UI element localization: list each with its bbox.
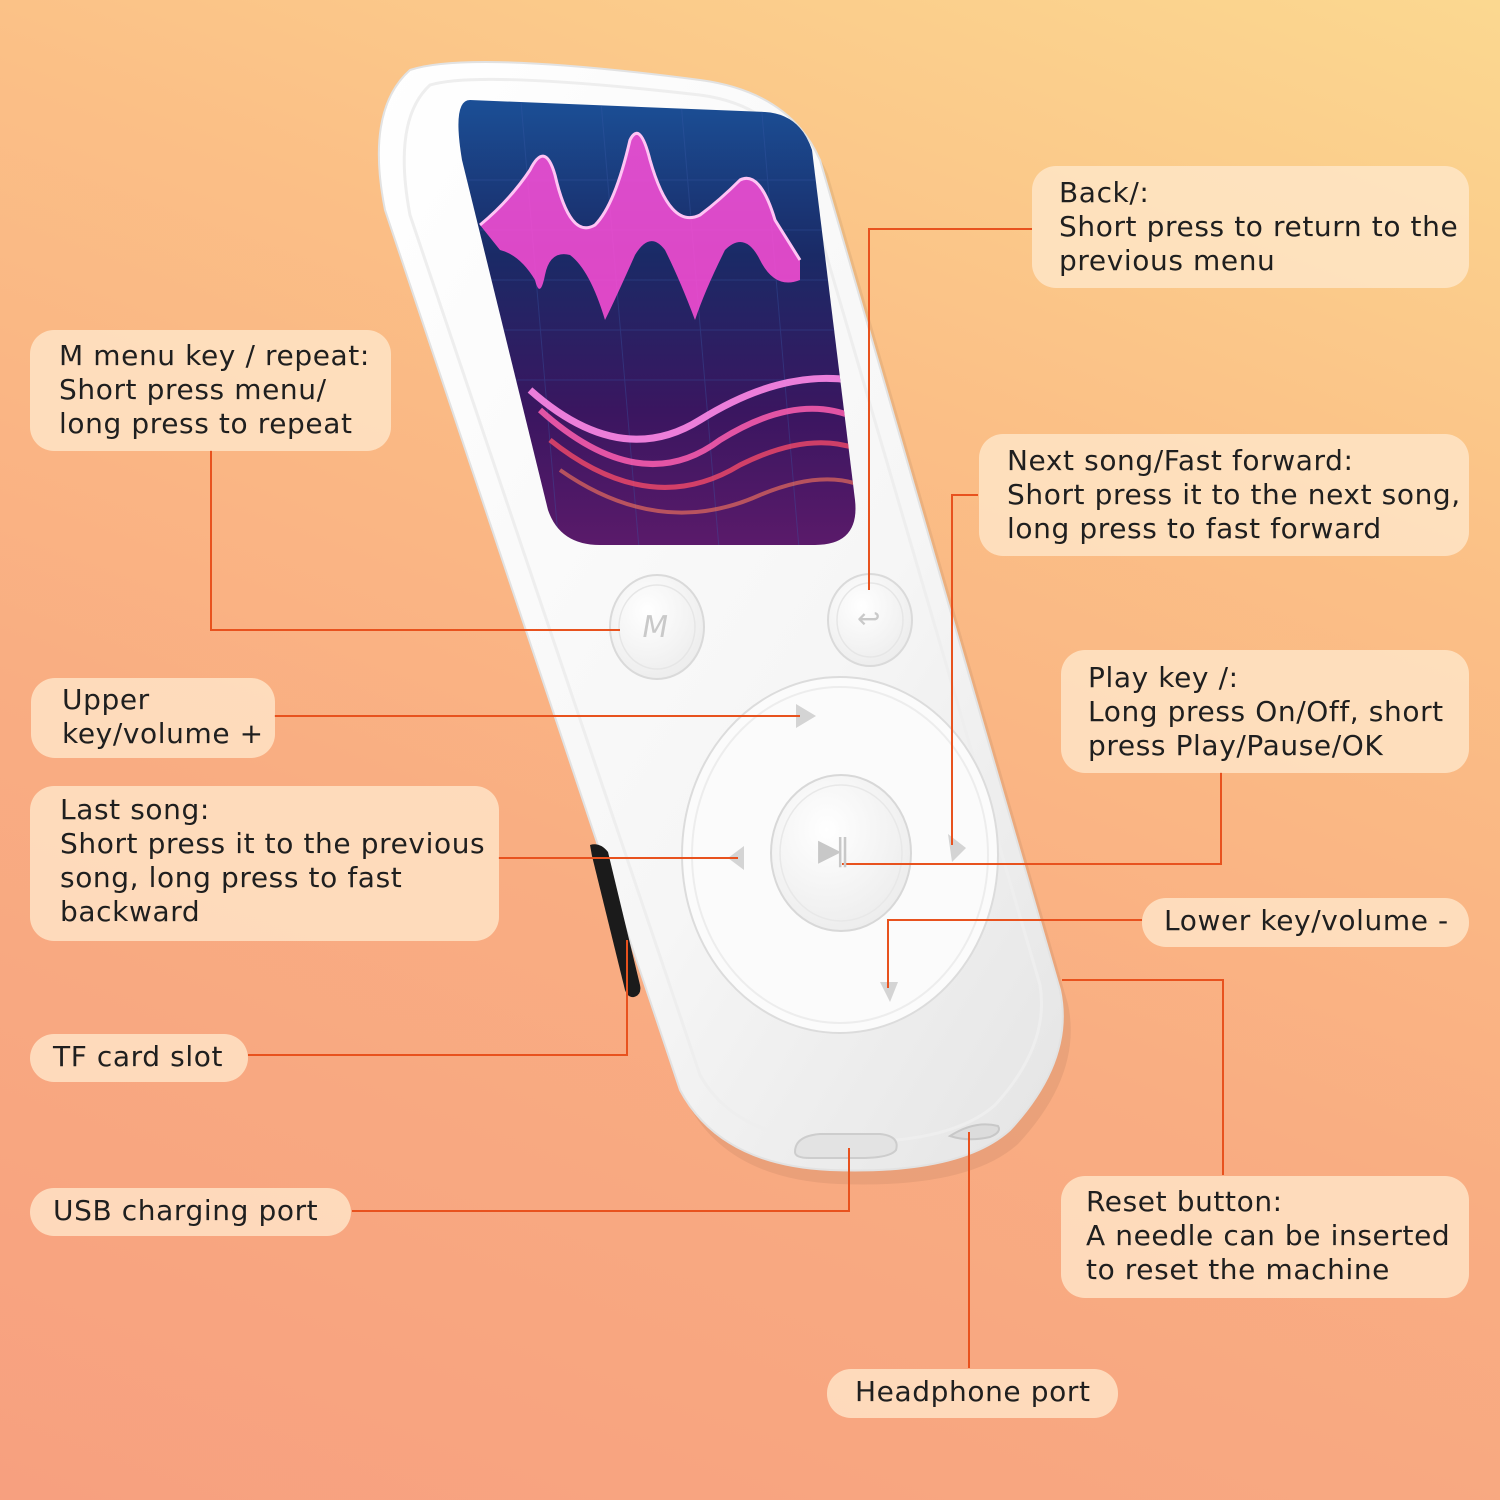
play-key-glyph: ▶‖ [818, 833, 850, 868]
back-key [827, 573, 913, 667]
callout-back: Back/: Short press to return to the prev… [1032, 166, 1469, 288]
menu-key [609, 574, 705, 680]
callout-last: Last song: Short press it to the previou… [30, 786, 499, 941]
leader-back [868, 228, 1032, 590]
callout-play: Play key /: Long press On/Off, short pre… [1061, 650, 1469, 773]
down-arrow-icon [880, 982, 898, 1002]
callout-menu: M menu key / repeat: Short press menu/ l… [30, 330, 391, 451]
leader-lower [887, 919, 1142, 988]
callout-usb: USB charging port [30, 1188, 351, 1236]
callout-headphone: Headphone port [827, 1369, 1118, 1418]
leader-play [842, 772, 1222, 865]
callout-next: Next song/Fast forward: Short press it t… [979, 434, 1469, 556]
leader-reset [1062, 979, 1224, 1175]
leader-tf [248, 940, 628, 1056]
leader-next [951, 494, 978, 845]
callout-tf: TF card slot [30, 1034, 248, 1082]
waveform [480, 133, 800, 320]
leader-lines [210, 228, 1224, 1368]
device-face-bevel [402, 77, 1044, 1144]
back-key-glyph: ↩ [857, 602, 881, 635]
leader-usb [352, 1148, 850, 1212]
play-key [770, 774, 912, 932]
screen [458, 100, 856, 545]
usb-port [793, 1133, 898, 1159]
callout-reset: Reset button: A needle can be inserted t… [1061, 1176, 1469, 1298]
leader-menu [210, 450, 620, 631]
upper-arrow-icon [796, 704, 816, 728]
callout-lower: Lower key/volume - [1142, 898, 1469, 947]
callout-upper: Upper key/volume + [31, 678, 275, 758]
